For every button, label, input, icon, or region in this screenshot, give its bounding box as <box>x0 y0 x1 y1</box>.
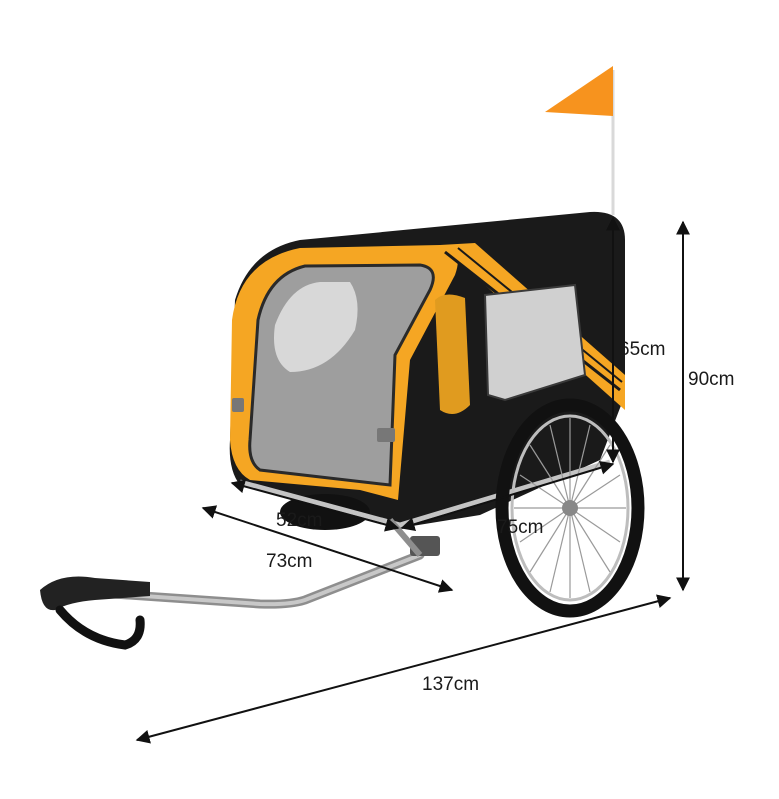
dimension-labels: 65cm 90cm 52cm 75cm 73cm 137cm <box>266 339 734 695</box>
total-height-label: 90cm <box>688 369 734 390</box>
total-length-line <box>135 594 672 744</box>
inner-width-label: 52cm <box>276 510 322 531</box>
inner-length-label: 75cm <box>497 517 543 538</box>
bike-trailer-illustration <box>40 66 645 650</box>
side-mesh-window <box>483 283 587 402</box>
outer-width-line <box>201 505 454 593</box>
outer-width-label: 73cm <box>266 551 312 572</box>
flag-icon <box>545 66 615 215</box>
tow-bar-icon <box>40 536 440 650</box>
dimension-lines <box>135 216 690 744</box>
inner-height-label: 65cm <box>619 339 665 360</box>
total-length-label: 137cm <box>422 674 479 695</box>
wheel-icon <box>495 398 645 618</box>
